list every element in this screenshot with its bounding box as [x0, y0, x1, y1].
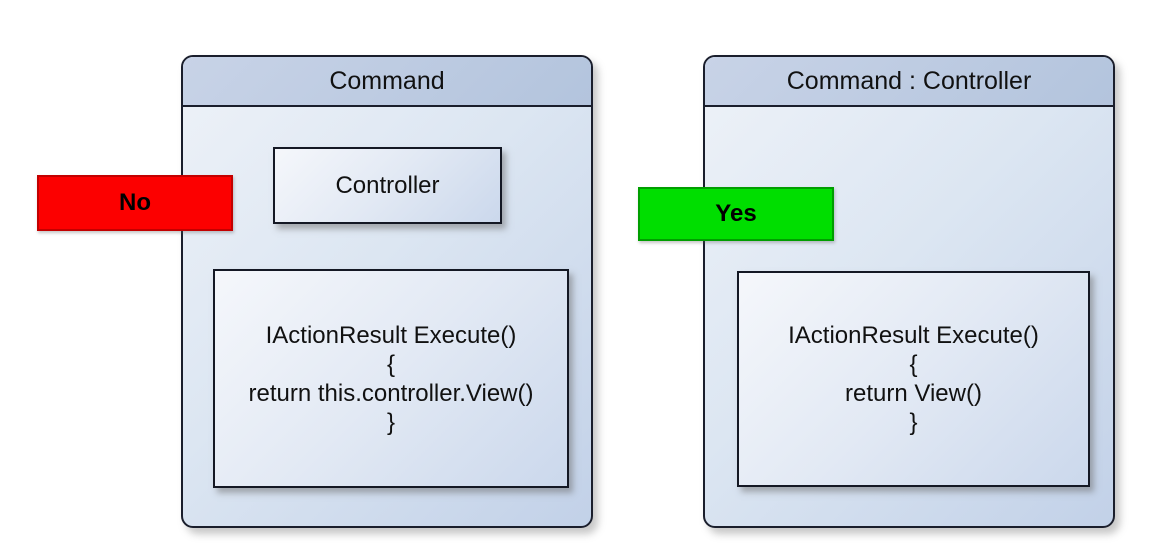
code-line: return this.controller.View(): [248, 379, 534, 407]
command-composition-panel-title: Command: [329, 66, 445, 95]
code-line: {: [386, 350, 395, 378]
controller-member-label: Controller: [335, 171, 440, 199]
command-inheritance-panel-title: Command : Controller: [786, 66, 1032, 95]
controller-member-box: Controller: [273, 147, 502, 224]
command-composition-panel-header: Command: [183, 57, 591, 107]
code-line: {: [909, 351, 918, 378]
code-line: return View(): [845, 380, 982, 407]
yes-tag-label: Yes: [715, 200, 757, 227]
no-tag-label: No: [119, 189, 151, 216]
execute-method-box-inheritance: IActionResult Execute() { return View() …: [737, 271, 1090, 487]
code-line: IActionResult Execute(): [788, 322, 1039, 349]
code-line: IActionResult Execute(): [265, 321, 517, 349]
execute-method-box-composition: IActionResult Execute() { return this.co…: [213, 269, 569, 488]
no-tag: No: [37, 175, 233, 231]
command-inheritance-panel-header: Command : Controller: [705, 57, 1113, 107]
yes-tag: Yes: [638, 187, 834, 241]
code-line: }: [386, 408, 395, 436]
code-line: }: [909, 409, 918, 436]
